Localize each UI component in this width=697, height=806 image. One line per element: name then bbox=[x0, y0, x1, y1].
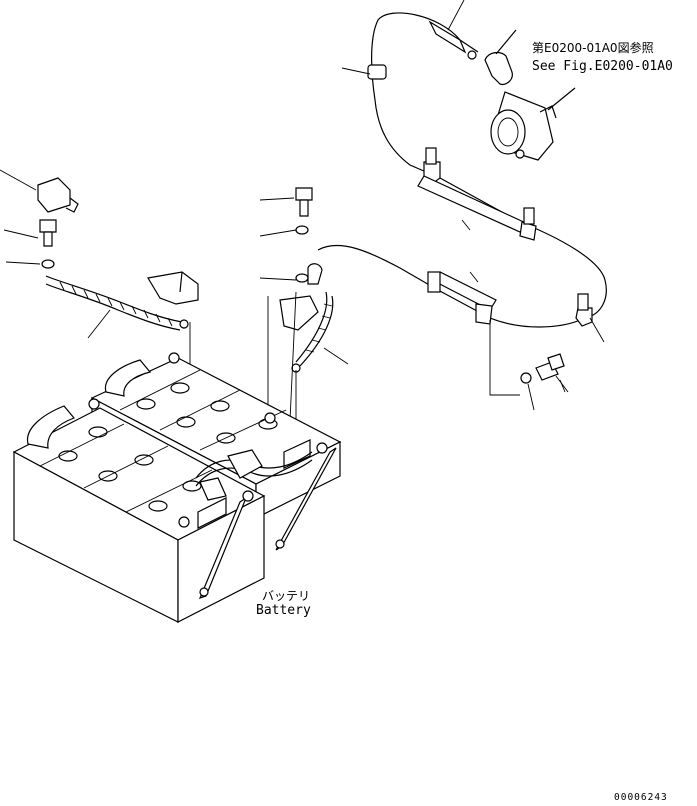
left-parts bbox=[0, 169, 319, 339]
battery-label-en: Battery bbox=[256, 603, 311, 618]
leader-lines-upper bbox=[341, 0, 605, 411]
harness-clamps bbox=[307, 147, 593, 327]
battery-relay bbox=[490, 87, 576, 161]
upper-harness bbox=[317, 12, 607, 328]
bolt-washer-right bbox=[520, 353, 569, 393]
reference-note-jp: 第E0200-01A0図参照 bbox=[532, 40, 654, 55]
battery-label: バッテリ Battery bbox=[256, 589, 311, 618]
interconnect-cable bbox=[195, 439, 337, 551]
figure-id: 00006243 bbox=[614, 792, 668, 803]
reference-note-en: See Fig.E0200-01A0 bbox=[532, 59, 673, 74]
reference-note: 第E0200-01A0図参照 See Fig.E0200-01A0 bbox=[532, 40, 673, 74]
battery-front bbox=[12, 398, 266, 623]
battery-label-jp: バッテリ bbox=[262, 589, 310, 603]
